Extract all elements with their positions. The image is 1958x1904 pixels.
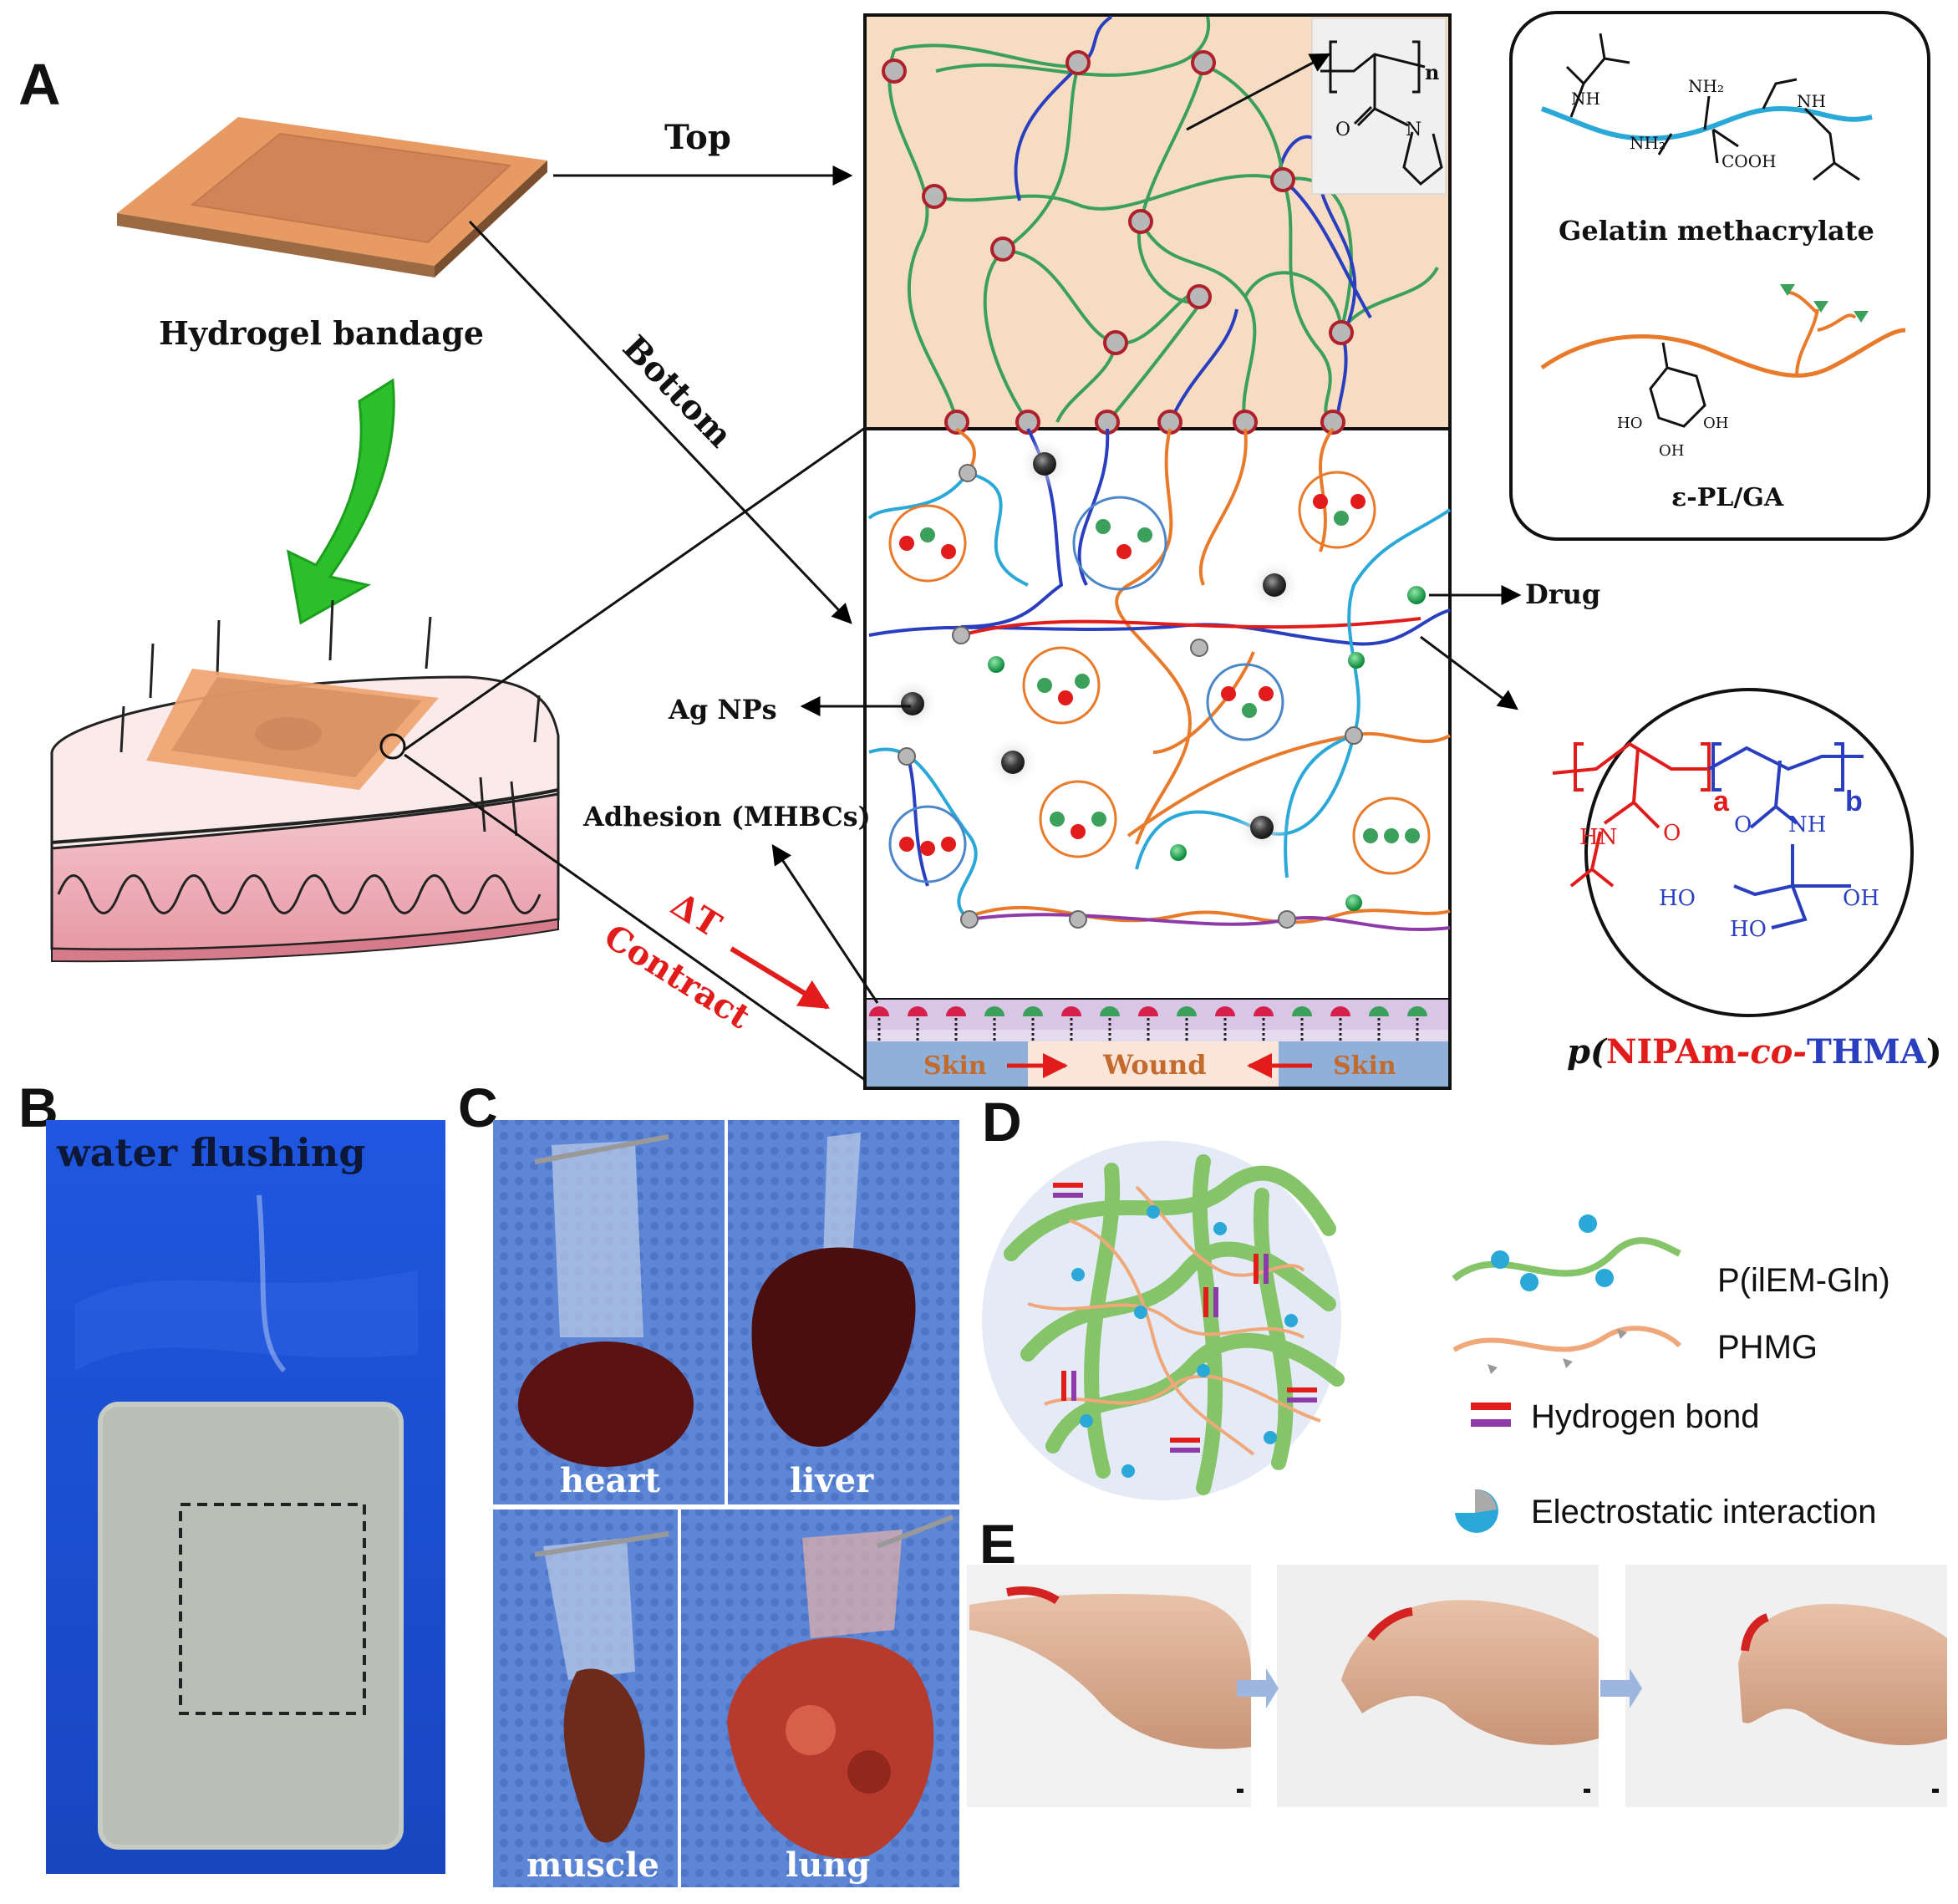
- top-label: Top: [664, 118, 731, 157]
- panel-label-d: D: [982, 1091, 1022, 1153]
- legend-hydrogen-bond: Hydrogen bond: [1531, 1398, 1760, 1435]
- anchor-cap: [1177, 1006, 1197, 1016]
- bottom-label: Bottom: [615, 328, 740, 455]
- hydrogen-bond-marks: [1053, 1183, 1317, 1453]
- organ-label-heart: heart: [560, 1461, 661, 1500]
- skin-block-illustration: [50, 599, 560, 963]
- svg-text:NH: NH: [1797, 91, 1826, 111]
- svg-text:HO: HO: [1617, 415, 1642, 432]
- organ-label-liver: liver: [790, 1461, 874, 1500]
- skin-right-label: Skin: [1333, 1051, 1396, 1081]
- anchor-cap: [1215, 1006, 1235, 1016]
- adhesive-dots: [899, 494, 1420, 856]
- interface-anchors: [869, 1006, 1427, 1041]
- drug-label: Drug: [1525, 578, 1600, 610]
- organ-label-lung: lung: [786, 1845, 870, 1885]
- svg-text:O: O: [1734, 812, 1752, 837]
- panel-label-a: A: [18, 52, 61, 117]
- network-schematic: n O N: [863, 13, 1452, 1090]
- legend-electrostatic: Electrostatic interaction: [1531, 1494, 1877, 1530]
- adhesion-label: Adhesion (MHBCs): [582, 801, 871, 832]
- contract-label: Contract: [598, 917, 757, 1037]
- anchor-cap: [1407, 1006, 1427, 1016]
- anchor-cap: [1369, 1006, 1389, 1016]
- svg-text:HN: HN: [1579, 825, 1617, 850]
- svg-text:N: N: [1406, 120, 1421, 140]
- components-box: NH NH₂ NH₂ COOH NH Gelatin methacrylate …: [1509, 11, 1930, 541]
- svg-text:OH: OH: [1703, 415, 1728, 432]
- panel-label-e: E: [979, 1513, 1016, 1575]
- legend-d: [1452, 1214, 1682, 1533]
- svg-text:NH₂: NH₂: [1688, 76, 1724, 96]
- organ-adhesion-photos: [493, 1120, 959, 1887]
- legend-phmg: PHMG: [1717, 1329, 1818, 1366]
- anchor-cap: [1100, 1006, 1120, 1016]
- gelma-label: Gelatin methacrylate: [1559, 215, 1874, 247]
- svg-text:HO: HO: [1730, 917, 1767, 942]
- copolymer-circle: a b O HN O NH HO OH HO: [1552, 688, 1914, 1017]
- svg-text:O: O: [1663, 821, 1681, 846]
- anchor-cap: [946, 1006, 966, 1016]
- anchor-cap: [984, 1006, 1004, 1016]
- water-flushing-title: water flushing: [56, 1130, 365, 1175]
- ag-nps-label: Ag NPs: [668, 694, 777, 725]
- apply-arrow-icon: [287, 378, 395, 625]
- anchor-cap: [1061, 1006, 1081, 1016]
- svg-text:NH: NH: [1788, 812, 1826, 837]
- svg-text:b: b: [1845, 786, 1863, 817]
- epl-ga-label: ε-PL/GA: [1671, 483, 1784, 512]
- hydrogel-bandage-illustration: [117, 117, 547, 277]
- anchor-cap: [908, 1006, 928, 1016]
- organ-label-muscle: muscle: [526, 1845, 659, 1885]
- network-circle-d: [982, 1141, 1345, 1500]
- anchor-cap: [1023, 1006, 1043, 1016]
- skin-left-label: Skin: [923, 1051, 987, 1081]
- svg-text:OH: OH: [1659, 442, 1684, 460]
- anchor-cap: [1330, 1006, 1350, 1016]
- zoom-circle: [379, 733, 406, 760]
- drug-particles: [988, 586, 1426, 911]
- ag-nanoparticles: [886, 437, 1301, 854]
- bandage-label: Hydrogel bandage: [159, 314, 484, 352]
- wound-label: Wound: [1102, 1049, 1207, 1081]
- svg-text:HO: HO: [1659, 886, 1696, 911]
- svg-text:NH: NH: [1571, 89, 1600, 109]
- water-flushing-photo: [46, 1120, 445, 1874]
- svg-text:COOH: COOH: [1722, 151, 1777, 171]
- svg-text:OH: OH: [1843, 886, 1879, 911]
- anchor-cap: [1254, 1006, 1274, 1016]
- finger-bending-photos: [967, 1565, 1947, 1807]
- panel-label-c: C: [458, 1077, 498, 1138]
- anchor-cap: [1292, 1006, 1312, 1016]
- copolymer-label: p(NIPAm-co-THMA): [1567, 1032, 1942, 1072]
- anchor-cap: [869, 1006, 889, 1016]
- svg-text:n: n: [1425, 60, 1439, 84]
- legend-pilem-gln: P(ilEM-Gln): [1717, 1262, 1890, 1299]
- svg-text:NH₂: NH₂: [1630, 133, 1666, 153]
- delta-t-label: ΔT: [664, 885, 729, 945]
- svg-text:O: O: [1335, 120, 1350, 140]
- anchor-cap: [1138, 1006, 1158, 1016]
- svg-text:a: a: [1713, 786, 1730, 817]
